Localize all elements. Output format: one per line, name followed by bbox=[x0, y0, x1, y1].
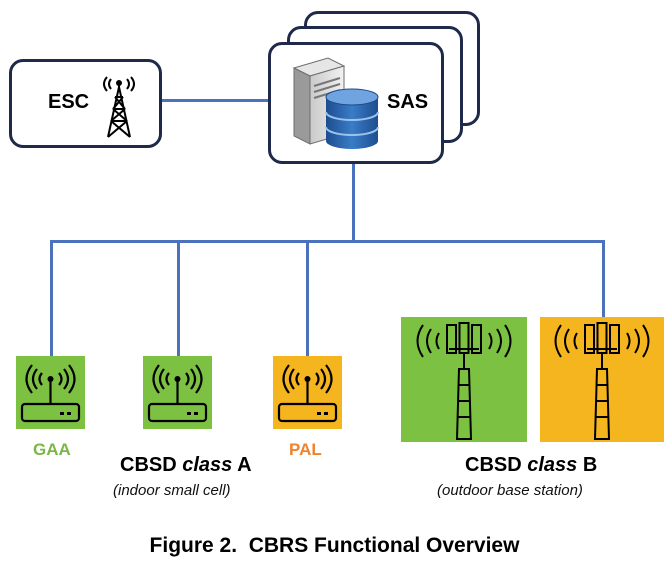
class-a-italic: class bbox=[182, 454, 233, 476]
class-b-prefix: CBSD bbox=[465, 454, 528, 476]
sas-node: SAS bbox=[268, 42, 444, 164]
class-b-suffix: B bbox=[577, 454, 598, 476]
gaa-base-station-tile bbox=[401, 317, 527, 442]
cell-tower-icon bbox=[554, 322, 650, 440]
wifi-router-icon bbox=[147, 364, 208, 423]
esc-sas-link bbox=[160, 99, 272, 102]
gaa-small-cell-tile bbox=[16, 356, 85, 429]
class-a-description: (indoor small cell) bbox=[113, 482, 231, 499]
wifi-router-icon bbox=[20, 364, 81, 423]
drop-pal-link bbox=[306, 240, 309, 358]
drop-class-b-link bbox=[602, 240, 605, 318]
class-b-description: (outdoor base station) bbox=[437, 482, 583, 499]
pal-label: PAL bbox=[289, 440, 322, 459]
sas-trunk-link bbox=[352, 163, 355, 243]
esc-node: ESC bbox=[9, 59, 162, 148]
class-b-label: CBSD class B bbox=[465, 454, 597, 477]
drop-gaa-link bbox=[50, 240, 53, 358]
class-a-label: CBSD class A bbox=[120, 454, 252, 477]
cell-tower-icon bbox=[416, 322, 512, 440]
pal-base-station-tile bbox=[540, 317, 664, 442]
figure-caption: Figure 2. CBRS Functional Overview bbox=[149, 534, 520, 557]
class-b-italic: class bbox=[527, 454, 578, 476]
sas-label: SAS bbox=[387, 91, 429, 113]
drop-class-a-link bbox=[177, 240, 180, 358]
radio-tower-icon bbox=[103, 76, 135, 138]
wifi-router-icon bbox=[277, 364, 338, 423]
gaa-label: GAA bbox=[33, 440, 71, 459]
database-icon bbox=[325, 88, 379, 149]
distribution-bus bbox=[50, 240, 605, 243]
class-a-small-cell-tile bbox=[143, 356, 212, 429]
pal-small-cell-tile bbox=[273, 356, 342, 429]
esc-label: ESC bbox=[48, 91, 90, 113]
class-a-suffix: A bbox=[232, 454, 252, 476]
class-a-prefix: CBSD bbox=[120, 454, 183, 476]
